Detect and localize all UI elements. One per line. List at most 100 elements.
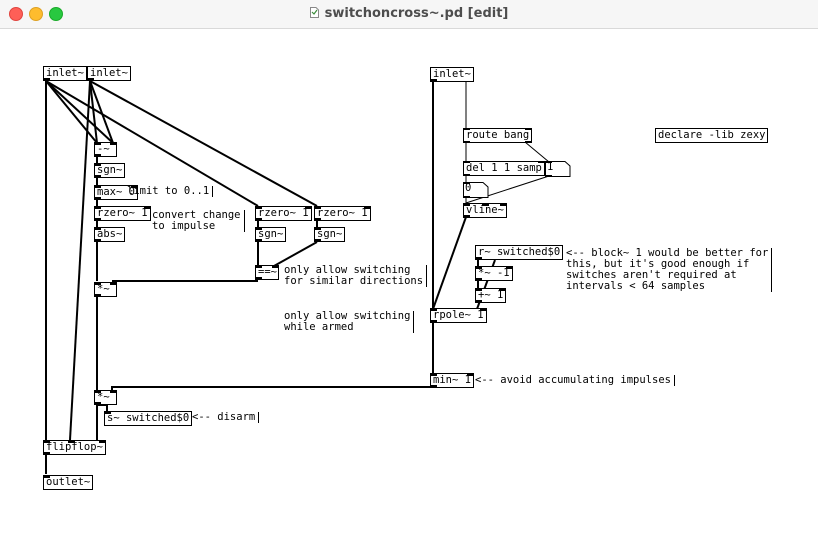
route-bang-object[interactable]: route bang	[463, 128, 533, 143]
inlet-port[interactable]	[430, 373, 437, 376]
multiply-object-1[interactable]: *~	[94, 282, 117, 297]
flipflop-object[interactable]: flipflop~	[43, 440, 106, 455]
send-switched-object[interactable]: s~ switched$0	[104, 411, 193, 426]
inlet-port[interactable]	[537, 161, 545, 163]
inlet-port[interactable]	[94, 390, 101, 393]
inlet-port[interactable]	[104, 411, 111, 414]
inlet-port[interactable]	[363, 206, 371, 209]
equals-object[interactable]: ==~	[255, 265, 279, 280]
outlet-port[interactable]	[314, 218, 321, 221]
inlet-c-object[interactable]: inlet~	[430, 67, 474, 82]
rpole-object[interactable]: rpole~ 1	[430, 308, 487, 323]
inlet-port[interactable]	[466, 373, 474, 376]
outlet-port[interactable]	[525, 141, 533, 143]
inlet-port[interactable]	[110, 142, 117, 145]
inlet-port[interactable]	[314, 206, 321, 209]
outlet-port[interactable]	[463, 141, 470, 143]
inlet-port[interactable]	[94, 206, 101, 209]
inlet-port[interactable]	[255, 206, 262, 209]
outlet-port[interactable]	[463, 174, 470, 176]
sgn-object-2[interactable]: sgn~	[255, 227, 287, 242]
subtract-object[interactable]: -~	[94, 142, 117, 157]
minimize-button[interactable]	[29, 7, 43, 21]
outlet-port[interactable]	[255, 239, 262, 242]
outlet-port[interactable]	[430, 385, 437, 388]
inlet-port[interactable]	[463, 161, 470, 163]
outlet-port[interactable]	[94, 294, 101, 297]
inlet-port[interactable]	[479, 308, 487, 311]
inlet-port[interactable]	[110, 390, 117, 393]
sgn-object-3[interactable]: sgn~	[314, 227, 346, 242]
vline-object[interactable]: vline~	[463, 203, 507, 218]
outlet-port[interactable]	[255, 277, 262, 280]
inlet-port[interactable]	[43, 475, 50, 478]
inlet-port[interactable]	[304, 206, 312, 209]
outlet-port[interactable]	[430, 320, 437, 323]
outlet-port[interactable]	[475, 278, 482, 281]
outlet-port[interactable]	[430, 79, 437, 82]
patch-canvas[interactable]: inlet~ inlet~ -~ sgn~ max~ 0 limit to 0.…	[0, 29, 818, 539]
title-bar: switchoncross~.pd [edit]	[0, 0, 818, 29]
outlet-port[interactable]	[43, 78, 50, 81]
inlet-port[interactable]	[272, 265, 279, 268]
outlet-port[interactable]	[94, 218, 101, 221]
inlet-port[interactable]	[94, 163, 101, 166]
inlet-port[interactable]	[505, 266, 513, 269]
inlet-port[interactable]	[130, 185, 138, 188]
inlet-port[interactable]	[255, 227, 262, 230]
outlet-port[interactable]	[463, 215, 470, 218]
inlet-port[interactable]	[499, 288, 507, 291]
inlet-port[interactable]	[482, 203, 489, 206]
rzero-object-2[interactable]: rzero~ 1	[255, 206, 312, 221]
inlet-port[interactable]	[475, 266, 482, 269]
inlet-port[interactable]	[499, 203, 507, 206]
add-one-object[interactable]: +~ 1	[475, 288, 507, 303]
outlet-port[interactable]	[94, 239, 101, 242]
outlet-port[interactable]	[87, 78, 94, 81]
outlet-port[interactable]	[94, 175, 101, 178]
outlet-object[interactable]: outlet~	[43, 475, 94, 490]
delay-object[interactable]: del 1 1 samp	[463, 161, 545, 176]
inlet-port[interactable]	[94, 282, 101, 285]
inlet-port[interactable]	[94, 142, 101, 145]
rzero-object-3[interactable]: rzero~ 1	[314, 206, 371, 221]
number-box-1[interactable]	[545, 161, 571, 177]
close-button[interactable]	[9, 7, 23, 21]
outlet-port[interactable]	[94, 197, 101, 200]
outlet-port[interactable]	[314, 239, 321, 242]
abs-object[interactable]: abs~	[94, 227, 126, 242]
outlet-port[interactable]	[255, 218, 262, 221]
multiply-neg-object[interactable]: *~ -1	[475, 266, 513, 281]
object-label: inlet~	[46, 67, 84, 79]
inlet-port[interactable]	[255, 265, 262, 268]
inlet-port[interactable]	[110, 282, 117, 285]
zoom-button[interactable]	[49, 7, 63, 21]
inlet-port[interactable]	[314, 227, 321, 230]
outlet-port[interactable]	[475, 257, 482, 260]
inlet-port[interactable]	[98, 440, 106, 443]
max-object[interactable]: max~ 0	[94, 185, 138, 200]
outlet-port[interactable]	[94, 154, 101, 157]
rzero-object-1[interactable]: rzero~ 1	[94, 206, 151, 221]
inlet-port[interactable]	[43, 440, 50, 443]
min-object[interactable]: min~ 1	[430, 373, 474, 388]
outlet-port[interactable]	[43, 452, 50, 455]
declare-object[interactable]: declare -lib zexy	[655, 128, 769, 143]
outlet-port[interactable]	[475, 300, 482, 303]
inlet-port[interactable]	[463, 128, 470, 130]
multiply-object-2[interactable]: *~	[94, 390, 117, 405]
inlet-a-object[interactable]: inlet~	[43, 66, 87, 81]
inlet-port[interactable]	[525, 128, 533, 130]
receive-switched-object[interactable]: r~ switched$0	[475, 245, 564, 260]
inlet-port[interactable]	[94, 185, 101, 188]
inlet-port[interactable]	[463, 203, 470, 206]
inlet-port[interactable]	[475, 288, 482, 291]
inlet-port[interactable]	[68, 440, 75, 443]
number-box-0[interactable]	[463, 182, 489, 198]
sgn-object-1[interactable]: sgn~	[94, 163, 126, 178]
inlet-b-object[interactable]: inlet~	[87, 66, 131, 81]
inlet-port[interactable]	[143, 206, 151, 209]
inlet-port[interactable]	[430, 308, 437, 311]
inlet-port[interactable]	[94, 227, 101, 230]
outlet-port[interactable]	[94, 402, 101, 405]
